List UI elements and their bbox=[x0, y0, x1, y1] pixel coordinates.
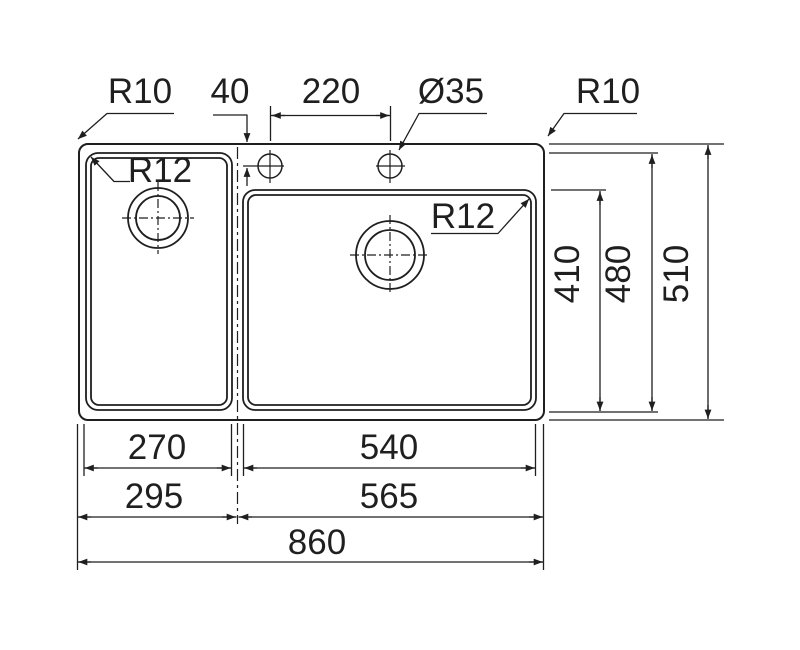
left-bowl-inner-edge bbox=[90, 157, 228, 406]
left-bowl bbox=[85, 152, 233, 411]
label-565: 565 bbox=[360, 477, 418, 516]
leader-r12-left bbox=[90, 156, 130, 183]
dim-tap-hole-offset bbox=[213, 114, 251, 186]
label-480: 480 bbox=[599, 245, 638, 303]
tap-hole-left bbox=[243, 150, 284, 183]
drain-hole-left bbox=[122, 182, 194, 254]
leader-r10-left bbox=[77, 112, 174, 140]
label-510: 510 bbox=[657, 245, 696, 303]
label-540: 540 bbox=[360, 428, 418, 467]
label-270: 270 bbox=[128, 428, 186, 467]
sink-outer-outline bbox=[78, 143, 545, 421]
label-220: 220 bbox=[302, 72, 360, 111]
label-410: 410 bbox=[548, 245, 587, 303]
leader-hole-diameter bbox=[398, 112, 487, 151]
tap-hole-right bbox=[376, 150, 405, 183]
leader-r12-right bbox=[431, 198, 530, 235]
drain-hole-right bbox=[350, 215, 430, 295]
right-bowl-inner-edge bbox=[247, 194, 532, 406]
label-40: 40 bbox=[211, 72, 250, 111]
label-r10-left: R10 bbox=[108, 72, 172, 111]
right-bowl-outer-edge bbox=[242, 189, 537, 411]
left-bowl-outer-edge bbox=[85, 152, 233, 411]
label-860: 860 bbox=[288, 523, 346, 562]
right-bowl bbox=[242, 189, 537, 411]
dim-tap-hole-spacing bbox=[269, 106, 392, 141]
leader-r10-right bbox=[547, 112, 637, 137]
label-hole-diameter: Ø35 bbox=[418, 72, 484, 111]
dimension-labels: R10 40 220 Ø35 R10 R12 R12 410 480 510 2… bbox=[108, 72, 696, 562]
label-r10-right: R10 bbox=[576, 72, 640, 111]
label-295: 295 bbox=[125, 477, 183, 516]
drawing-geometry bbox=[76, 106, 724, 570]
dim-40-upper-arrow bbox=[213, 114, 251, 143]
label-r12-right: R12 bbox=[431, 197, 495, 236]
label-r12-left: R12 bbox=[128, 151, 192, 190]
